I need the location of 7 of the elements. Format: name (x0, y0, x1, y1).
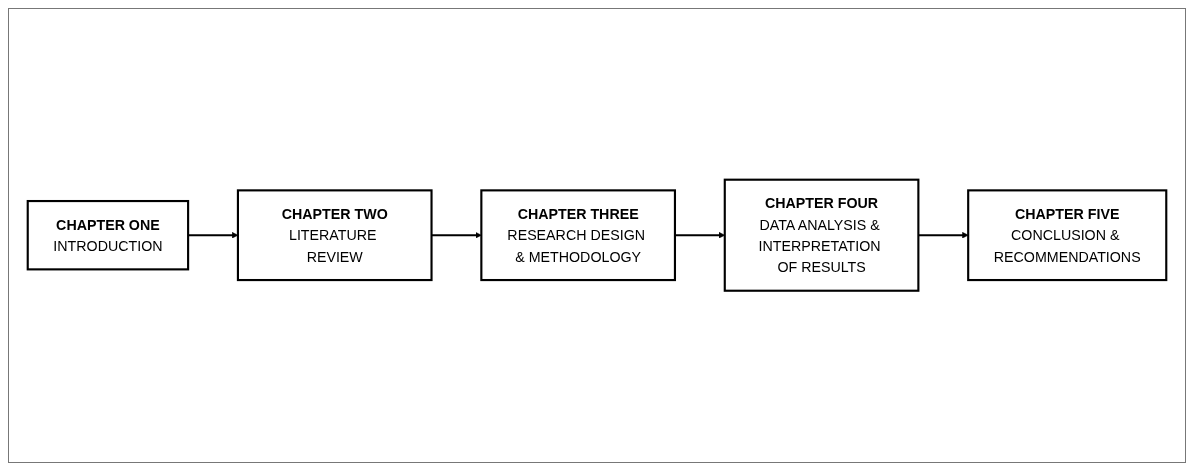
arrow (431, 232, 482, 239)
node-box: CHAPTER THREE RESEARCH DESIGN & METHODOLOGY (480, 189, 677, 282)
node-box: CHAPTER FOUR DATA ANALYSIS & INTERPRETATION OF RESULTS (723, 178, 920, 293)
node-box: CHAPTER FIVE CONCLUSION & RECOMMENDATIONS (967, 189, 1168, 282)
arrow (918, 232, 969, 239)
node-box: CHAPTER TWO LITERATURE REVIEW (236, 189, 433, 282)
node-box: CHAPTER ONE INTRODUCTION (26, 200, 190, 271)
